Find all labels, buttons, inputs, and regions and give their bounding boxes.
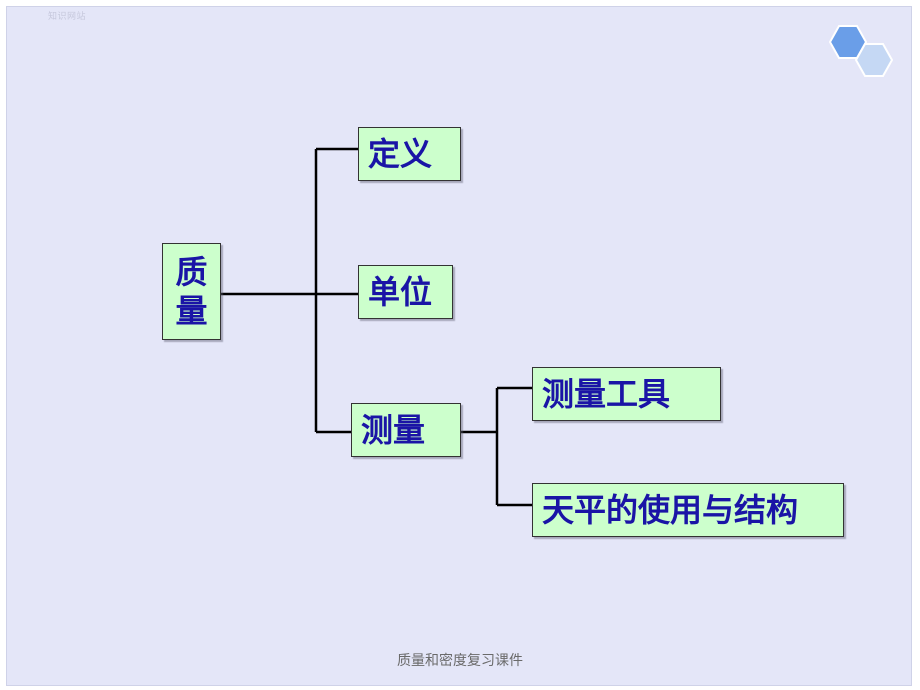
node-unit-label: 单位 — [368, 273, 433, 311]
node-balance-usage-structure: 天平的使用与结构 — [532, 483, 844, 537]
node-measuring-tool-label: 测量工具 — [542, 375, 671, 413]
node-definition: 定义 — [358, 127, 461, 181]
slide-background — [6, 6, 912, 686]
footer-caption: 质量和密度复习课件 — [397, 653, 523, 669]
root-node-mass: 质 量 — [162, 243, 221, 340]
node-measuring-tool: 测量工具 — [532, 367, 721, 421]
watermark-text: 知识网站 — [48, 12, 87, 22]
root-label-line1: 质 — [175, 253, 208, 292]
node-balance-label: 天平的使用与结构 — [542, 491, 799, 529]
node-definition-label: 定义 — [368, 135, 433, 173]
root-label-line2: 量 — [175, 291, 208, 330]
node-measurement: 测量 — [351, 403, 461, 457]
node-unit: 单位 — [358, 265, 453, 319]
node-measurement-label: 测量 — [361, 411, 426, 449]
hexagon-decoration-icon — [828, 25, 894, 77]
